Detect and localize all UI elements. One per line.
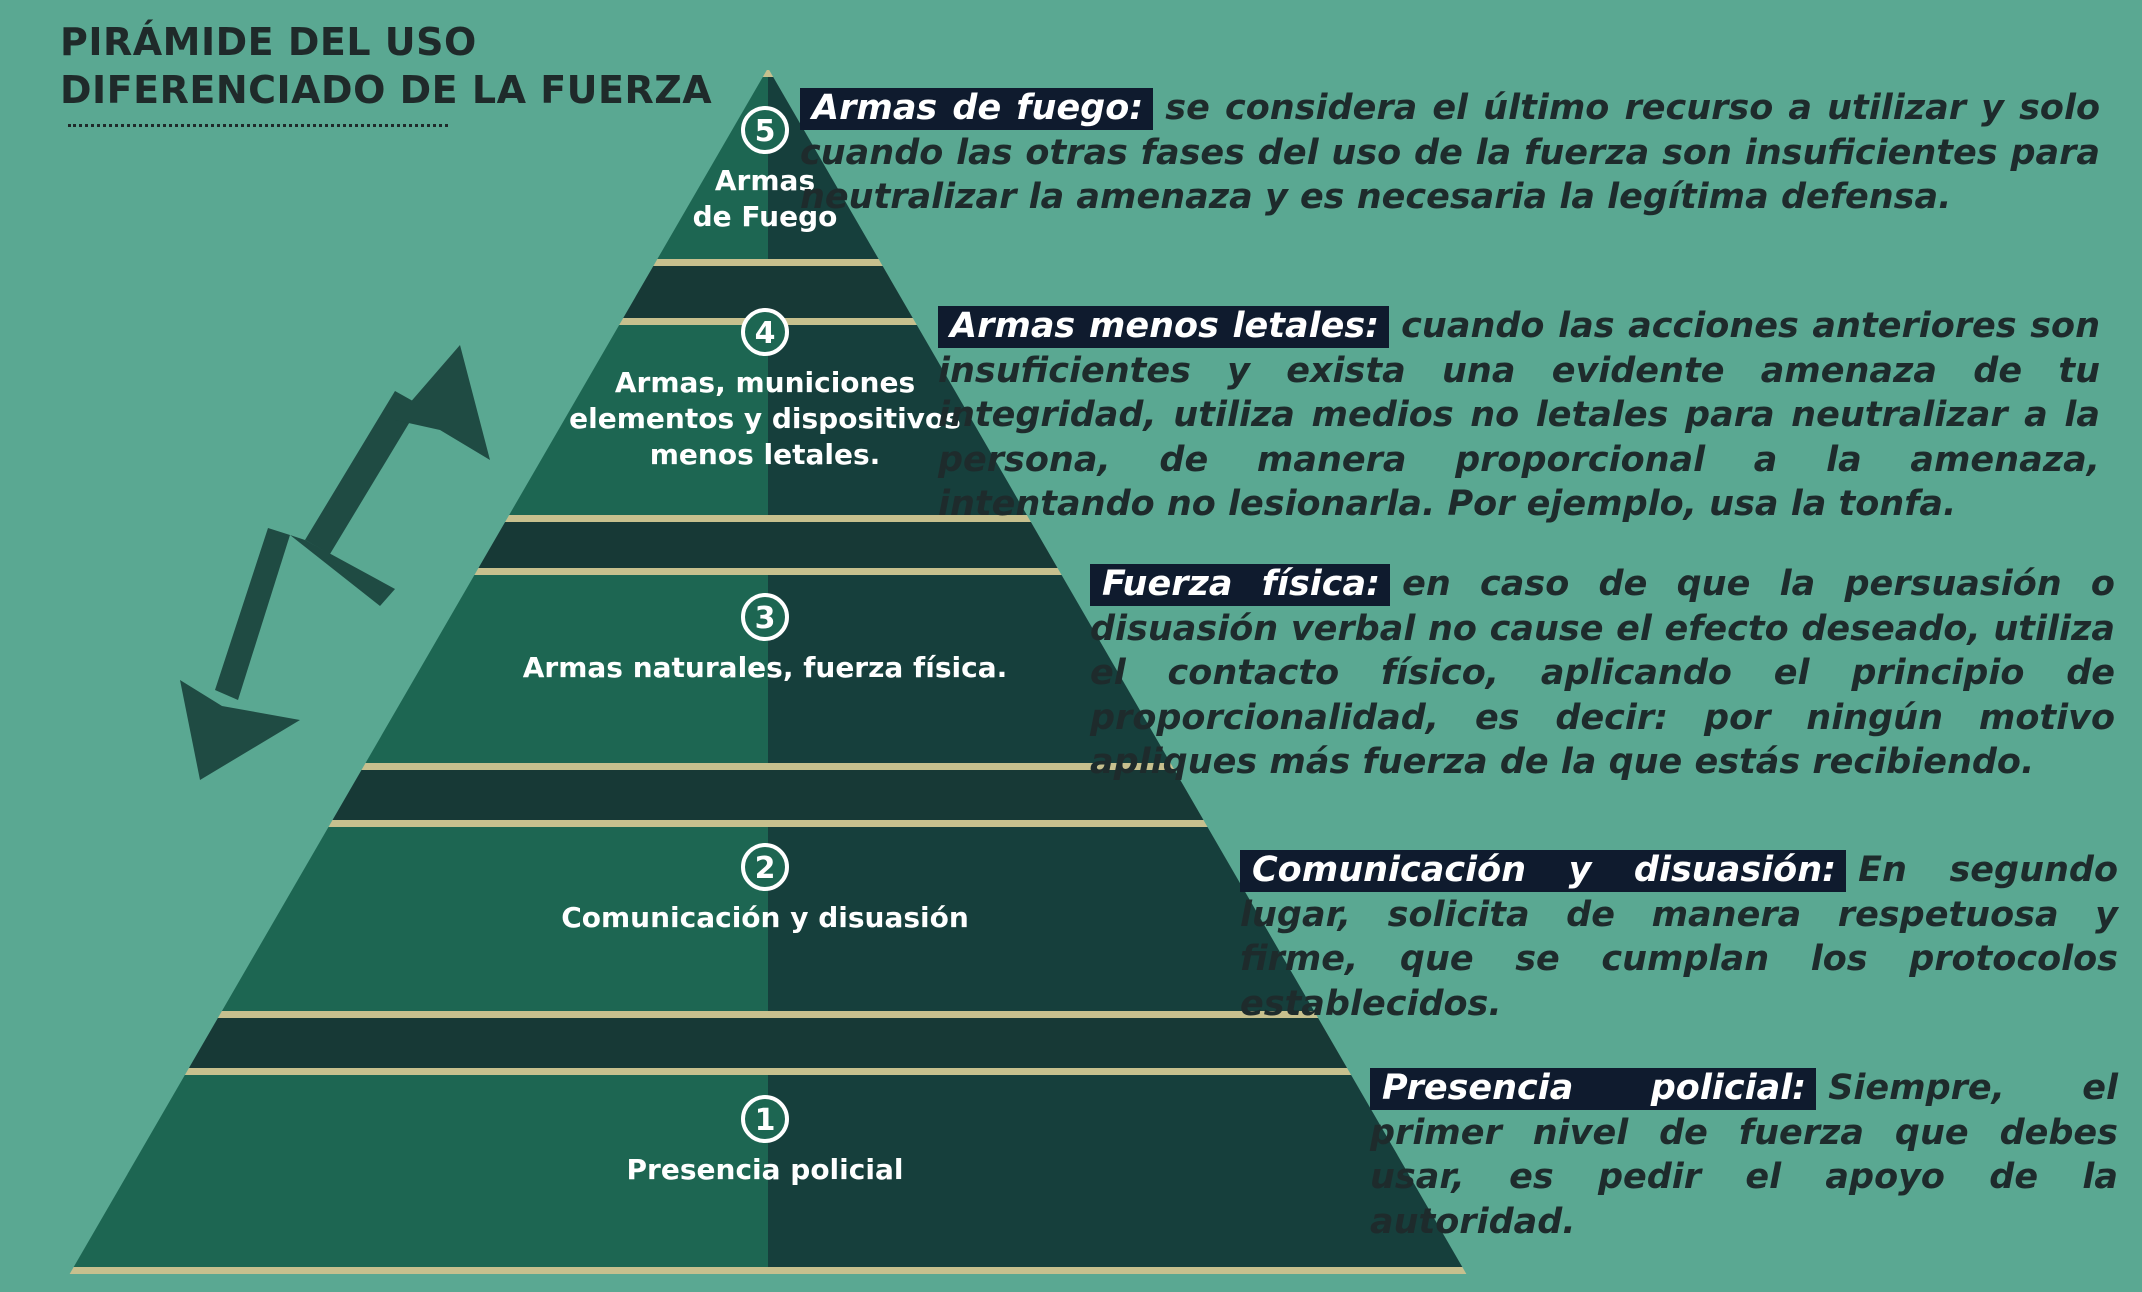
- level-5-block-left: [657, 77, 768, 259]
- level-1-block-right: [768, 1075, 1463, 1267]
- title-dotted-underline: [68, 124, 448, 127]
- level-1-label: Presencia policial:: [1370, 1068, 1817, 1110]
- level-1-text: Siempre, el primer nivel de fuerza que d…: [1370, 1068, 2118, 1242]
- pyramid-gap-shadow-3: [332, 770, 1204, 820]
- arrow-shaft-upper: [305, 391, 420, 554]
- level-5-block-right: [768, 77, 879, 259]
- level-5-bottom-ledge: [653, 259, 883, 266]
- pyramid-gap-shadow-1: [623, 266, 913, 318]
- level-4-text: cuando las acciones anteriores son insuf…: [938, 306, 2100, 524]
- level-4-number: 4: [755, 316, 776, 351]
- level-2-caption-line-1: Comunicación y disuasión: [561, 901, 969, 934]
- arrow-shaft-lower: [215, 528, 290, 700]
- level-5-top-ledge: [762, 70, 774, 77]
- level-3-bottom-ledge: [361, 763, 1175, 770]
- level-1-description: Presencia policial:Siempre, el primer ni…: [1370, 1066, 2118, 1244]
- level-1-top-ledge: [184, 1068, 1352, 1075]
- level-1-block-left: [73, 1075, 769, 1267]
- level-2-number-badge: [741, 843, 789, 891]
- level-5-caption-line-2: de Fuego: [693, 200, 838, 233]
- level-4-label: Armas menos letales:: [938, 306, 1390, 348]
- level-3-text: en caso de que la persuasión o disuasión…: [1090, 564, 2115, 782]
- pyramid-gap-shadow-4: [188, 1018, 1348, 1068]
- level-4-caption-line-1: Armas, municiones: [615, 366, 915, 399]
- arrow-head-down: [180, 680, 300, 780]
- level-3-caption-line-1: Armas naturales, fuerza física.: [523, 651, 1007, 684]
- level-4-bottom-ledge: [505, 515, 1031, 522]
- page-title: PIRÁMIDE DEL USO DIFERENCIADO DE LA FUER…: [60, 18, 712, 114]
- level-5-caption-line-1: Armas: [715, 164, 815, 197]
- level-3-top-ledge: [474, 568, 1062, 575]
- level-5-label: Armas de fuego:: [800, 88, 1154, 130]
- level-4-description: Armas menos letales:cuando las acciones …: [938, 304, 2100, 527]
- level-3-number: 3: [755, 601, 776, 636]
- level-1-number: 1: [755, 1103, 776, 1138]
- arrow-head-up: [395, 345, 490, 460]
- level-5-number: 5: [755, 114, 776, 149]
- level-4-block-right: [768, 325, 1027, 515]
- level-2-text: En segundo lugar, solicita de manera res…: [1240, 850, 2119, 1024]
- level-1-caption-line-1: Presencia policial: [627, 1153, 904, 1186]
- level-4-caption-line-2: elementos y dispositivos: [569, 402, 961, 435]
- level-4-block-left: [509, 325, 768, 515]
- level-3-description: Fuerza física:en caso de que la persuasi…: [1090, 562, 2115, 785]
- level-2-block-right: [768, 827, 1315, 1011]
- pyramid-gap-shadow-2: [478, 522, 1058, 568]
- level-2-description: Comunicación y disuasión:En segundo luga…: [1240, 848, 2118, 1026]
- level-3-block-right: [768, 575, 1171, 763]
- level-4-number-badge: [741, 308, 789, 356]
- level-3-number-badge: [741, 593, 789, 641]
- level-3-label: Fuerza física:: [1090, 564, 1391, 606]
- level-1-bottom-ledge: [69, 1267, 1467, 1274]
- level-5-number-badge: [741, 106, 789, 154]
- title-line-2: DIFERENCIADO DE LA FUERZA: [60, 68, 713, 112]
- level-3-block-left: [365, 575, 768, 763]
- title-line-1: PIRÁMIDE DEL USO: [60, 20, 477, 64]
- level-2-label: Comunicación y disuasión:: [1240, 850, 1847, 892]
- level-2-bottom-ledge: [217, 1011, 1319, 1018]
- level-1-number-badge: [741, 1095, 789, 1143]
- level-5-text: se considera el último recurso a utiliza…: [800, 88, 2100, 217]
- level-4-caption-line-3: menos letales.: [650, 438, 881, 471]
- arrow-shaft-middle: [290, 535, 395, 606]
- level-2-number: 2: [755, 851, 776, 886]
- level-2-top-ledge: [328, 820, 1208, 827]
- level-2-block-left: [221, 827, 768, 1011]
- level-5-description: Armas de fuego:se considera el último re…: [800, 86, 2100, 220]
